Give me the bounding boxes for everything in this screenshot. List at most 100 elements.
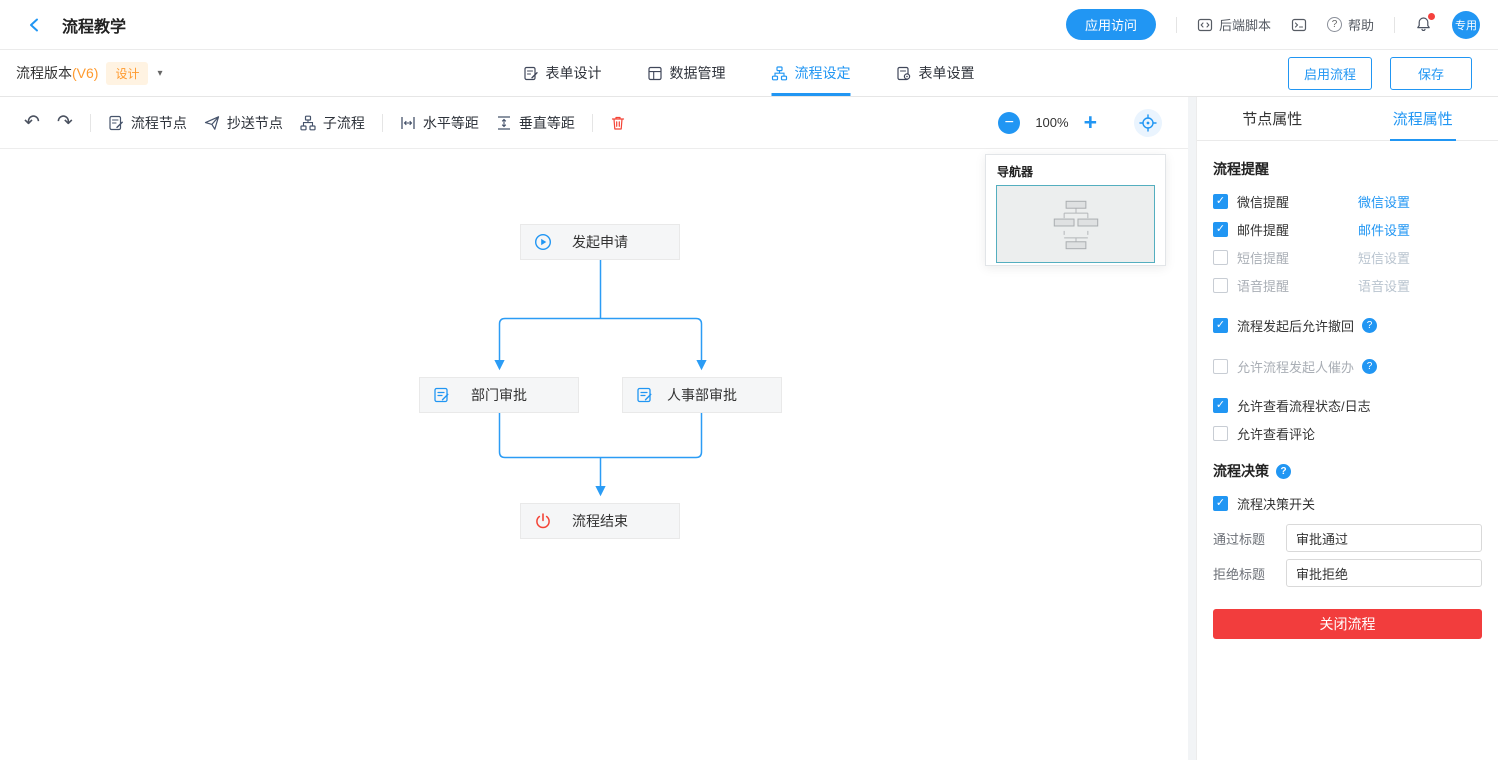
voice-remind-checkbox[interactable]: ✓ [1213,277,1228,293]
pass-title-input[interactable] [1286,524,1482,552]
back-button[interactable] [22,12,48,38]
node-label: 流程结束 [572,513,628,529]
divider [591,113,593,132]
tool-label: 抄送节点 [226,114,283,131]
add-flow-node-button[interactable]: 流程节点 [108,113,187,133]
email-remind-checkbox[interactable]: ✓ [1213,221,1228,237]
flow-node-end[interactable]: 流程结束 [520,503,680,539]
email-settings-link[interactable]: 邮件设置 [1357,222,1410,238]
tab-label: 数据管理 [669,65,726,81]
remind-label: 语音提醒 [1237,278,1290,294]
properties-sidebar: 节点属性 流程属性 流程提醒 ✓ 微信提醒 微信设置 ✓ 邮件提醒 邮件设置 ✓… [1196,97,1498,760]
zoom-level: 100% [1035,115,1069,130]
option-row-allow-urge: ✓ 允许流程发起人催办 ? [1213,352,1482,380]
view-status-checkbox[interactable]: ✓ [1213,397,1228,413]
flow-canvas[interactable]: ↶ ↷ 流程节点 抄送节点 [0,97,1188,760]
tab-flow-properties[interactable]: 流程属性 [1348,97,1498,140]
check-icon: ✓ [1215,222,1226,235]
vertical-spacing-button[interactable]: 垂直等距 [496,113,575,133]
tab-form-settings[interactable]: 表单设置 [897,50,975,96]
pass-title-label: 通过标题 [1213,531,1266,547]
flow-node-icon [109,115,123,130]
form-design-icon [524,66,538,80]
backend-script-button[interactable]: 后端脚本 [1197,15,1271,34]
tab-form-design[interactable]: 表单设计 [524,50,602,96]
enable-flow-button[interactable]: 启用流程 [1287,56,1372,90]
bell-icon [1417,17,1430,32]
top-bar: 流程教学 应用访问 后端脚本 ? 帮助 [0,0,1498,50]
horizontal-spacing-button[interactable]: 水平等距 [400,113,479,133]
decision-switch-checkbox[interactable]: ✓ [1213,495,1228,511]
minimap-flow-preview [1053,200,1099,250]
canvas-toolbar: ↶ ↷ 流程节点 抄送节点 [0,97,1188,149]
locate-button[interactable] [1134,108,1162,137]
remind-row-email: ✓ 邮件提醒 邮件设置 [1213,215,1482,243]
sms-remind-checkbox[interactable]: ✓ [1213,249,1228,265]
notifications-button[interactable] [1415,13,1435,33]
zoom-in-button[interactable]: + [1084,111,1097,134]
power-icon [534,512,552,530]
help-button[interactable]: ? 帮助 [1326,15,1374,34]
zoom-out-icon: − [1004,113,1014,131]
navigator-title: 导航器 [997,165,1034,179]
help-icon[interactable]: ? [1362,317,1378,333]
add-cc-node-button[interactable]: 抄送节点 [204,113,283,133]
flow-node-dept-approval[interactable]: 部门审批 [419,377,579,413]
tab-label: 流程设定 [794,65,851,81]
tool-label: 流程节点 [130,114,187,131]
remind-label: 短信提醒 [1237,250,1290,266]
add-subflow-button[interactable]: 子流程 [300,113,365,133]
design-badge[interactable]: 设计 [106,61,149,85]
tab-label: 节点属性 [1242,111,1303,128]
console-icon [1291,18,1307,31]
delete-node-button[interactable] [610,115,626,131]
tab-node-properties[interactable]: 节点属性 [1197,97,1348,140]
trash-icon [611,116,624,130]
zoom-controls: − 100% + [998,108,1162,137]
sidebar-body: 流程提醒 ✓ 微信提醒 微信设置 ✓ 邮件提醒 邮件设置 ✓ 短信提醒 短信设置… [1197,141,1498,760]
allow-withdraw-checkbox[interactable]: ✓ [1213,317,1228,333]
remind-section-title: 流程提醒 [1213,161,1269,177]
chevron-left-icon [30,18,38,31]
panel-divider [1188,97,1196,760]
version-dropdown-caret[interactable]: ▾ [157,67,163,79]
allow-urge-checkbox[interactable]: ✓ [1213,358,1228,374]
flow-node-start[interactable]: 发起申请 [520,224,680,260]
app-access-button[interactable]: 应用访问 [1065,9,1156,40]
wechat-remind-checkbox[interactable]: ✓ [1213,193,1228,209]
vertical-spacing-icon [497,115,510,130]
decision-switch-label: 流程决策开关 [1237,496,1316,512]
option-label: 允许流程发起人催办 [1237,359,1355,375]
undo-button[interactable]: ↶ [24,113,40,132]
save-button[interactable]: 保存 [1389,56,1472,90]
sidebar-tabs: 节点属性 流程属性 [1197,97,1498,141]
undo-icon: ↶ [24,112,40,133]
redo-button[interactable]: ↷ [57,113,73,132]
divider [89,113,91,132]
tool-label: 垂直等距 [518,114,575,131]
paper-plane-icon [204,115,219,130]
check-icon: ✓ [1215,398,1226,411]
tab-flow-settings[interactable]: 流程设定 [771,50,851,96]
help-icon[interactable]: ? [1362,358,1378,374]
form-icon [433,387,450,404]
help-label: 帮助 [1347,18,1374,33]
navigator-minimap[interactable] [996,185,1155,263]
reject-title-label: 拒绝标题 [1213,566,1266,582]
sms-settings-link: 短信设置 [1357,250,1410,266]
wechat-settings-link[interactable]: 微信设置 [1357,194,1410,210]
subflow-icon [300,115,316,130]
tab-data-management[interactable]: 数据管理 [648,50,726,96]
zoom-out-button[interactable]: − [998,111,1021,134]
reject-title-input[interactable] [1286,559,1482,587]
node-label: 部门审批 [471,387,527,403]
view-comments-checkbox[interactable]: ✓ [1213,425,1228,441]
flow-node-hr-approval[interactable]: 人事部审批 [622,377,782,413]
close-flow-button[interactable]: 关闭流程 [1213,609,1482,639]
remind-label: 微信提醒 [1237,194,1290,210]
avatar[interactable]: 专用 [1452,10,1480,39]
pass-title-row: 通过标题 [1213,524,1482,552]
help-icon[interactable]: ? [1276,463,1291,479]
tab-label: 流程属性 [1392,111,1453,128]
console-button[interactable] [1291,17,1307,33]
